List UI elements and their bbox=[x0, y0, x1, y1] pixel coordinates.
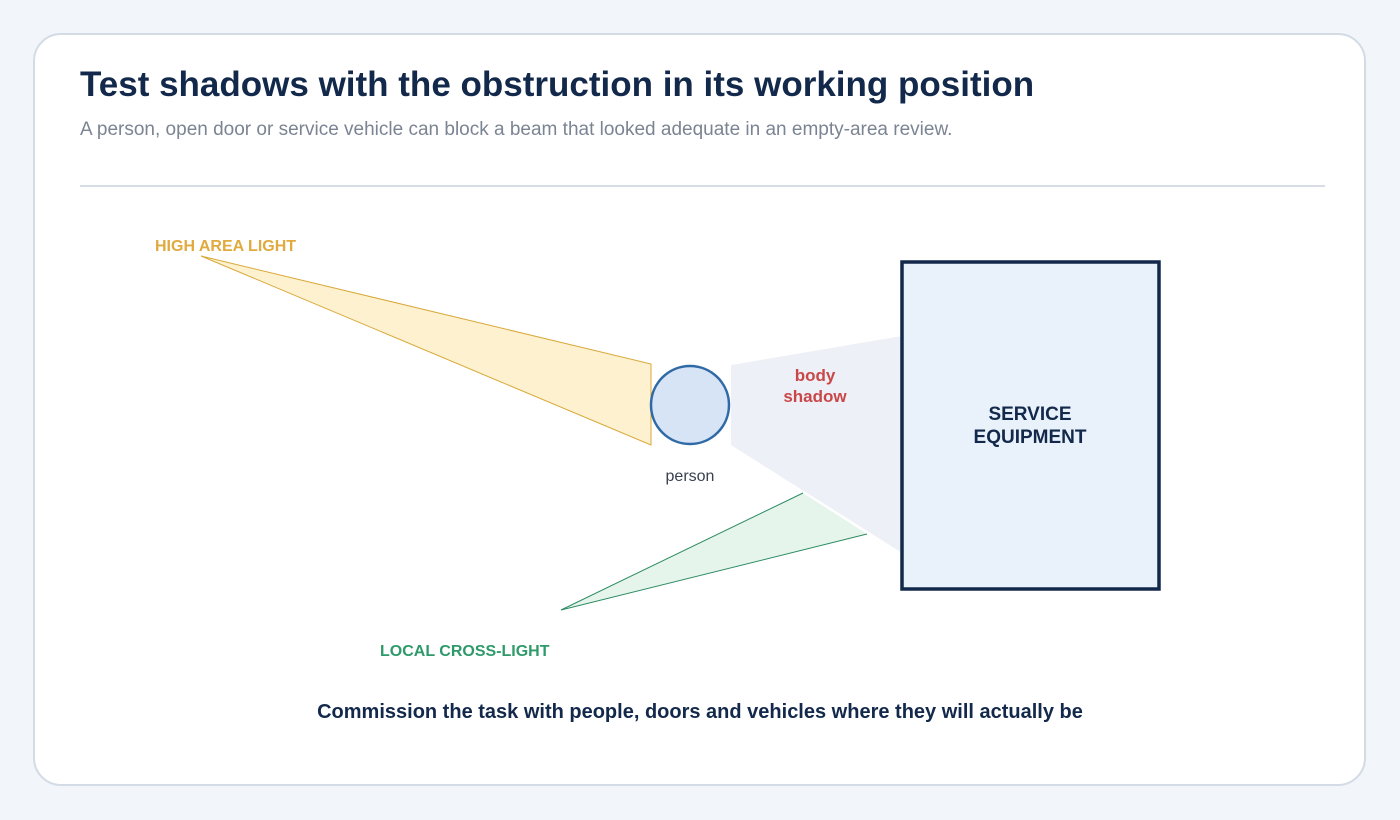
body-shadow-region bbox=[731, 336, 902, 553]
body-shadow-label-line1: body bbox=[795, 366, 836, 385]
equipment-label-line2: EQUIPMENT bbox=[974, 427, 1087, 448]
body-shadow-label-line2: shadow bbox=[783, 387, 847, 406]
cross-light-beam bbox=[561, 493, 867, 610]
person-label: person bbox=[666, 468, 715, 485]
page-subtitle: A person, open door or service vehicle c… bbox=[80, 119, 953, 140]
cross-light-beam-edge-upper bbox=[560, 492, 804, 611]
header-divider bbox=[80, 185, 1325, 187]
footer-note: Commission the task with people, doors a… bbox=[317, 701, 1083, 723]
high-area-light-label: HIGH AREA LIGHT bbox=[155, 238, 296, 255]
service-equipment-box bbox=[900, 260, 1161, 591]
cross-light-label: LOCAL CROSS-LIGHT bbox=[380, 643, 550, 660]
equipment-label-line1: SERVICE bbox=[988, 404, 1071, 425]
cross-light-beam-edge-lower bbox=[560, 533, 868, 611]
page-title: Test shadows with the obstruction in its… bbox=[80, 65, 1035, 104]
person-circle bbox=[649, 364, 731, 446]
high-area-light-beam bbox=[200, 255, 652, 446]
